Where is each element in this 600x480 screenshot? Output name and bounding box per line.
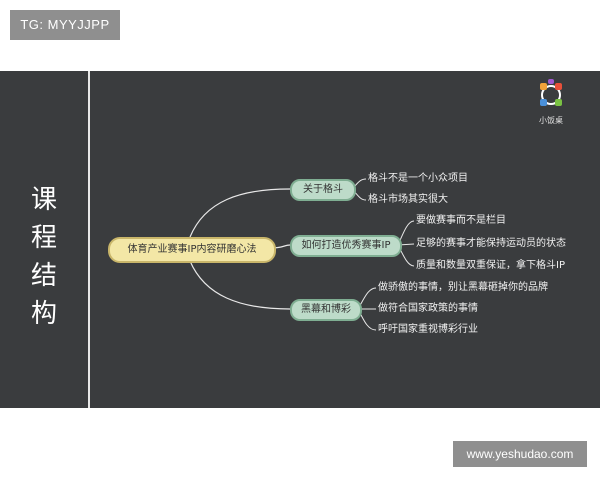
leaf-text: 足够的赛事才能保持运动员的状态	[416, 238, 566, 249]
branch-node-2: 如何打造优秀赛事IP	[290, 235, 402, 257]
leaf-text: 做符合国家政策的事情	[378, 303, 478, 314]
divider-line	[88, 71, 90, 408]
logo-label: 小饭桌	[539, 116, 563, 125]
connector-center-branch1	[189, 188, 291, 238]
logo-icon	[540, 79, 562, 106]
mindmap-center-node: 体育产业赛事IP内容研磨心法	[108, 237, 276, 263]
leaf-text: 呼吁国家重视博彩行业	[378, 324, 478, 335]
branch-node-1: 关于格斗	[290, 179, 356, 201]
branch-node-3: 黑幕和博彩	[290, 299, 362, 321]
slide: 课 程 结 构 小饭桌 体育产业赛事IP内容研磨心法 关于格斗 如何打造优秀赛事…	[0, 71, 600, 408]
leaf-text: 做骄傲的事情，别让黑幕砸掉你的品牌	[378, 282, 548, 293]
leaf-text: 格斗不是一个小众项目	[368, 173, 468, 184]
connector-center-branch3	[189, 260, 291, 310]
vertical-title: 课 程 结 构	[28, 181, 60, 333]
title-char: 构	[30, 299, 57, 329]
title-char: 课	[30, 185, 57, 215]
title-char: 程	[30, 223, 57, 253]
tg-badge: TG: MYYJJPP	[10, 10, 120, 40]
leaf-text: 格斗市场其实很大	[368, 194, 448, 205]
leaf-text: 要做赛事而不是栏目	[416, 215, 506, 226]
leaf-text: 质量和数量双重保证，拿下格斗IP	[416, 260, 565, 271]
site-watermark: www.yeshudao.com	[453, 441, 587, 467]
title-char: 结	[30, 261, 57, 291]
